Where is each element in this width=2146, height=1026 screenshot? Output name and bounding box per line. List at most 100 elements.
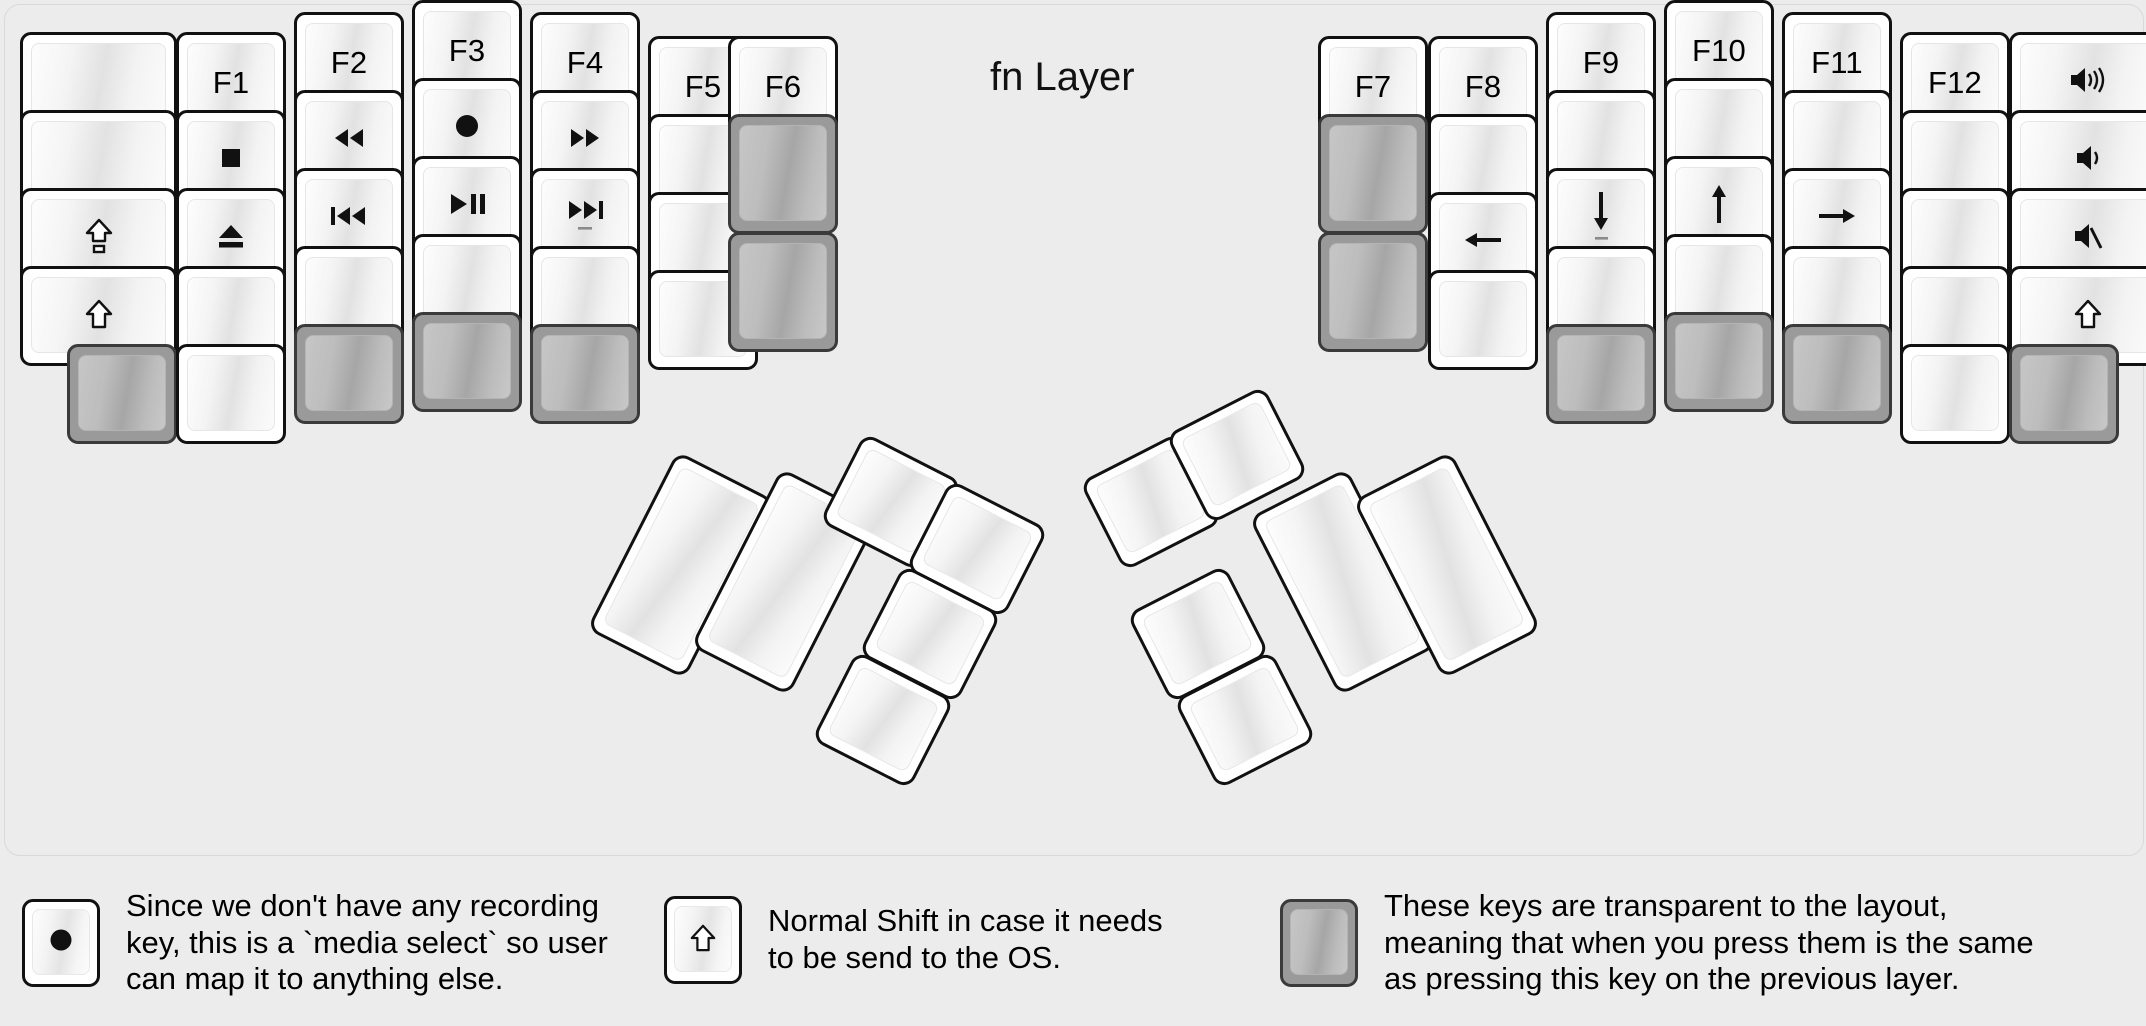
keycap-surface [1675, 89, 1763, 165]
keycap-surface [739, 47, 827, 123]
key-label: F7 [1354, 68, 1392, 104]
volume-mute-icon [2071, 220, 2105, 257]
page-title: fn Layer [990, 55, 1135, 99]
media-next-track-icon [564, 198, 606, 239]
legend-item-shift: Normal Shift in case it needs to be send… [664, 896, 1244, 984]
legend-key-transparent [1280, 898, 1358, 987]
media-record-icon [453, 112, 481, 145]
keycap-surface [423, 323, 511, 399]
keycap-surface [1329, 125, 1417, 221]
keycap-surface [78, 355, 166, 431]
shift-icon [689, 922, 717, 959]
keycap-surface [541, 257, 629, 333]
media-prev-track-icon [328, 204, 370, 233]
keycap-surface [187, 277, 275, 353]
media-fast-forward-icon [566, 126, 604, 155]
legend-item-record: Since we don't have any recording key, t… [22, 888, 662, 998]
key-label: F12 [1927, 64, 1983, 100]
keycap-surface [305, 335, 393, 411]
keycap-surface [305, 257, 393, 333]
legend-text: These keys are transparent to the layout… [1384, 888, 2034, 997]
media-stop-icon [218, 145, 244, 176]
key-label: F2 [330, 44, 368, 80]
keycap-surface [423, 245, 511, 321]
keycap-surface [1793, 257, 1881, 333]
right-key-c3-r4-transparent[interactable] [1664, 312, 1774, 412]
arrow-down-icon [1586, 190, 1616, 247]
keycap-surface [305, 23, 393, 99]
left-key-c3-r4-transparent[interactable] [412, 312, 522, 412]
legend-item-transparent: These keys are transparent to the layout… [1280, 888, 2140, 998]
keycap-surface [423, 11, 511, 87]
arrow-left-icon [1461, 227, 1505, 258]
keycap-surface [31, 121, 166, 197]
key-label: F5 [684, 68, 722, 104]
shift-icon [2073, 297, 2103, 336]
keycap-surface [1911, 199, 1999, 275]
keycap-surface [1793, 335, 1881, 411]
keycap-surface [2020, 355, 2108, 431]
right-key-c2-r4-transparent[interactable] [1546, 324, 1656, 424]
arrow-right-icon [1815, 203, 1859, 234]
keycap-surface [1911, 277, 1999, 353]
keycap-surface [541, 23, 629, 99]
media-play-pause-icon [447, 191, 487, 222]
key-label: F8 [1464, 68, 1502, 104]
keycap-surface [31, 43, 166, 119]
keycap-surface [739, 125, 827, 221]
keycap-surface [187, 355, 275, 431]
right-key-c4-r4-transparent[interactable] [1782, 324, 1892, 424]
legend-key-record [22, 898, 100, 987]
legend-text: Since we don't have any recording key, t… [126, 888, 608, 997]
legend-text: Normal Shift in case it needs to be send… [768, 903, 1163, 975]
right-key-c1-r3[interactable] [1428, 270, 1538, 370]
volume-up-icon [2067, 64, 2109, 101]
keycap-surface [1439, 281, 1527, 357]
key-label: F10 [1691, 32, 1747, 68]
keycap-surface [1329, 243, 1417, 339]
keycap-surface [1557, 101, 1645, 177]
keycap-surface [1793, 23, 1881, 99]
volume-down-icon [2073, 142, 2103, 179]
keycap-surface [1675, 245, 1763, 321]
arrow-up-icon [1704, 181, 1734, 232]
keycap-surface [1675, 11, 1763, 87]
legend-key-shift [664, 896, 742, 984]
keycap-surface [1911, 355, 1999, 431]
right-key-c0-r1-transparent-tall[interactable] [1318, 114, 1428, 234]
keycap-surface [1557, 257, 1645, 333]
keycap-surface [739, 243, 827, 339]
key-label: F3 [448, 32, 486, 68]
media-eject-icon [216, 222, 246, 255]
keycap-surface [1290, 908, 1348, 975]
key-label: F1 [212, 64, 250, 100]
key-label: F9 [1582, 44, 1620, 80]
media-rewind-icon [330, 126, 368, 155]
media-record-icon [48, 927, 74, 958]
keycap-surface [541, 335, 629, 411]
left-key-c1-r4[interactable] [176, 344, 286, 444]
key-label: F4 [566, 44, 604, 80]
key-label: F6 [764, 68, 802, 104]
left-key-c4-r4-transparent[interactable] [530, 324, 640, 424]
keycap-surface [1439, 47, 1527, 123]
keycap-surface [1675, 323, 1763, 399]
keycap-surface [305, 101, 393, 177]
shift-icon [84, 297, 114, 336]
right-key-c5-r4[interactable] [1900, 344, 2010, 444]
right-key-c6-r4-transparent[interactable] [2009, 344, 2119, 444]
keycap-surface [541, 101, 629, 177]
keycap-surface [1557, 335, 1645, 411]
keycap-surface [1439, 125, 1527, 201]
left-key-c6-r1-transparent-tall[interactable] [728, 114, 838, 234]
right-key-c0-r2-transparent-tall[interactable] [1318, 232, 1428, 352]
key-label: F11 [1811, 44, 1863, 80]
keycap-surface [32, 908, 90, 975]
left-key-c2-r4-transparent[interactable] [294, 324, 404, 424]
keycap-surface [1329, 47, 1417, 123]
keycap-surface [1911, 121, 1999, 197]
left-key-c0-r4-transparent[interactable] [67, 344, 177, 444]
left-key-c6-r2-transparent-tall[interactable] [728, 232, 838, 352]
keycap-surface [1793, 101, 1881, 177]
